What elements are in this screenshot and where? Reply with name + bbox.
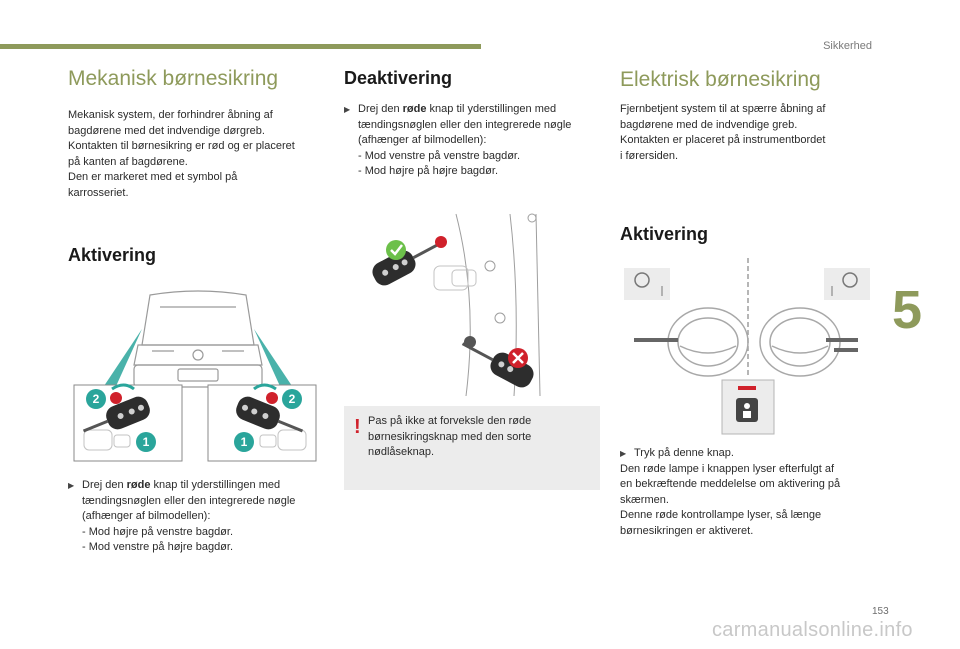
warning-line: nødlåseknap. bbox=[368, 446, 435, 458]
left-intro-line: bagdørene med det indvendige dørgreb. bbox=[68, 124, 265, 137]
bullet-arrow-icon: ▶ bbox=[68, 481, 75, 490]
right-intro-line: i førersiden. bbox=[620, 149, 679, 162]
right-intro-line: bagdørene med de indvendige greb. bbox=[620, 118, 798, 131]
car-rear-illustration bbox=[133, 290, 263, 398]
right-intro-line: Fjernbetjent system til at spærre åbning… bbox=[620, 103, 826, 115]
section-label: Sikkerhed bbox=[823, 40, 872, 52]
child-lock-deactivation-figure bbox=[372, 213, 541, 397]
right-intro: Fjernbetjent system til at spærre åbning… bbox=[620, 102, 876, 164]
middle-step: ▶Drej den røde knap til yderstillingen m… bbox=[344, 103, 572, 177]
key-fob-icon bbox=[236, 396, 304, 433]
red-knob-icon bbox=[110, 392, 122, 404]
warning-icon: ! bbox=[354, 416, 361, 438]
key-fob-icon bbox=[82, 396, 150, 433]
right-intro-line: Kontakten er placeret på instrumentborde… bbox=[620, 134, 826, 146]
right-subtitle: Aktivering bbox=[620, 224, 709, 244]
warning-line: børnesikringsknap med den sorte bbox=[368, 430, 532, 443]
left-intro-line: Kontakten til børnesikring er rød og er … bbox=[68, 140, 295, 152]
right-step: ▶Tryk på denne knap. Den røde lampe i kn… bbox=[620, 447, 841, 537]
left-intro-line: karrosseriet. bbox=[68, 186, 129, 199]
left-intro-line: på kanten af bagdørene. bbox=[68, 155, 188, 168]
child-lock-mechanical-figure bbox=[73, 290, 317, 462]
step-badge: 2 bbox=[282, 389, 302, 409]
left-intro: Mekanisk system, der forhindrer åbning a… bbox=[68, 108, 326, 201]
red-knob-icon bbox=[266, 392, 278, 404]
bullet-arrow-icon: ▶ bbox=[620, 449, 627, 458]
red-knob-icon bbox=[435, 236, 447, 248]
warning-box: ! Pas på ikke at forveksle den røde børn… bbox=[344, 406, 600, 490]
warning-line: Pas på ikke at forveksle den røde bbox=[368, 415, 532, 427]
watermark: carmanualsonline.info bbox=[712, 619, 913, 641]
check-icon bbox=[386, 240, 406, 260]
step-badge: 1 bbox=[136, 432, 156, 452]
key-fob-icon bbox=[461, 342, 534, 388]
page-number: 153 bbox=[872, 606, 889, 617]
left-title: Mekanisk børnesikring bbox=[68, 67, 279, 90]
step-badge: 1 bbox=[234, 432, 254, 452]
header-accent-bar bbox=[0, 44, 481, 49]
black-knob-icon bbox=[464, 336, 476, 348]
middle-title: Deaktivering bbox=[344, 68, 453, 88]
child-lock-electric-figure bbox=[624, 258, 870, 435]
left-subtitle: Aktivering bbox=[68, 245, 157, 265]
steering-wheel-icon bbox=[824, 268, 870, 300]
left-intro-line: Den er markeret med et symbol på bbox=[68, 171, 238, 183]
left-step: ▶Drej den røde knap til yderstillingen m… bbox=[68, 479, 296, 553]
left-intro-line: Mekanisk system, der forhindrer åbning a… bbox=[68, 109, 273, 121]
right-title: Elektrisk børnesikring bbox=[620, 68, 821, 91]
chapter-number: 5 bbox=[892, 280, 923, 340]
step-badge: 2 bbox=[86, 389, 106, 409]
bullet-arrow-icon: ▶ bbox=[344, 105, 351, 114]
